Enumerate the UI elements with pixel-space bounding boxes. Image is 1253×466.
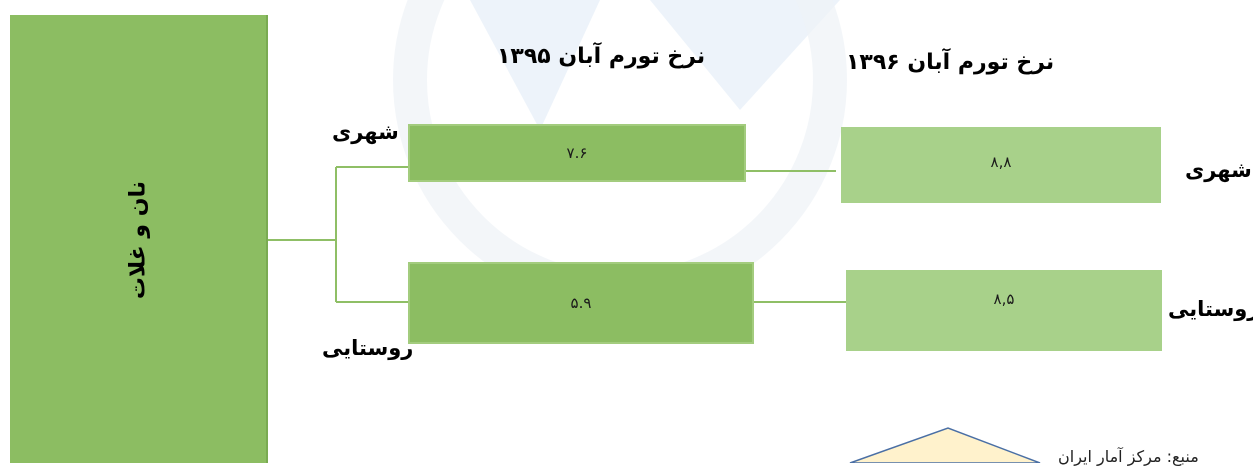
- value-box-rural-1396: ۸,۵: [846, 270, 1162, 351]
- value-box-urban-1395: ۷.۶: [408, 124, 746, 182]
- left-label-rural: روستایی: [322, 336, 414, 360]
- right-label-urban: شهری: [1185, 158, 1252, 182]
- note-shape: [849, 427, 1041, 463]
- value-urban-1395: ۷.۶: [566, 144, 588, 162]
- right-label-rural: روستایی: [1168, 297, 1253, 321]
- value-rural-1396: ۸,۵: [993, 290, 1015, 308]
- header-1395: نرخ تورم آبان ۱۳۹۵: [497, 44, 706, 69]
- header-1396: نرخ تورم آبان ۱۳۹۶: [846, 50, 1055, 75]
- value-box-rural-1395: ۵.۹: [408, 262, 754, 344]
- left-label-urban: شهری: [332, 120, 399, 144]
- category-box: [10, 15, 268, 463]
- category-label: نان و غلات: [125, 180, 151, 300]
- value-rural-1395: ۵.۹: [570, 294, 592, 312]
- value-urban-1396: ۸,۸: [990, 153, 1012, 171]
- value-box-urban-1396: ۸,۸: [841, 127, 1161, 203]
- source-note: منبع: مرکز آمار ایران: [1058, 447, 1199, 466]
